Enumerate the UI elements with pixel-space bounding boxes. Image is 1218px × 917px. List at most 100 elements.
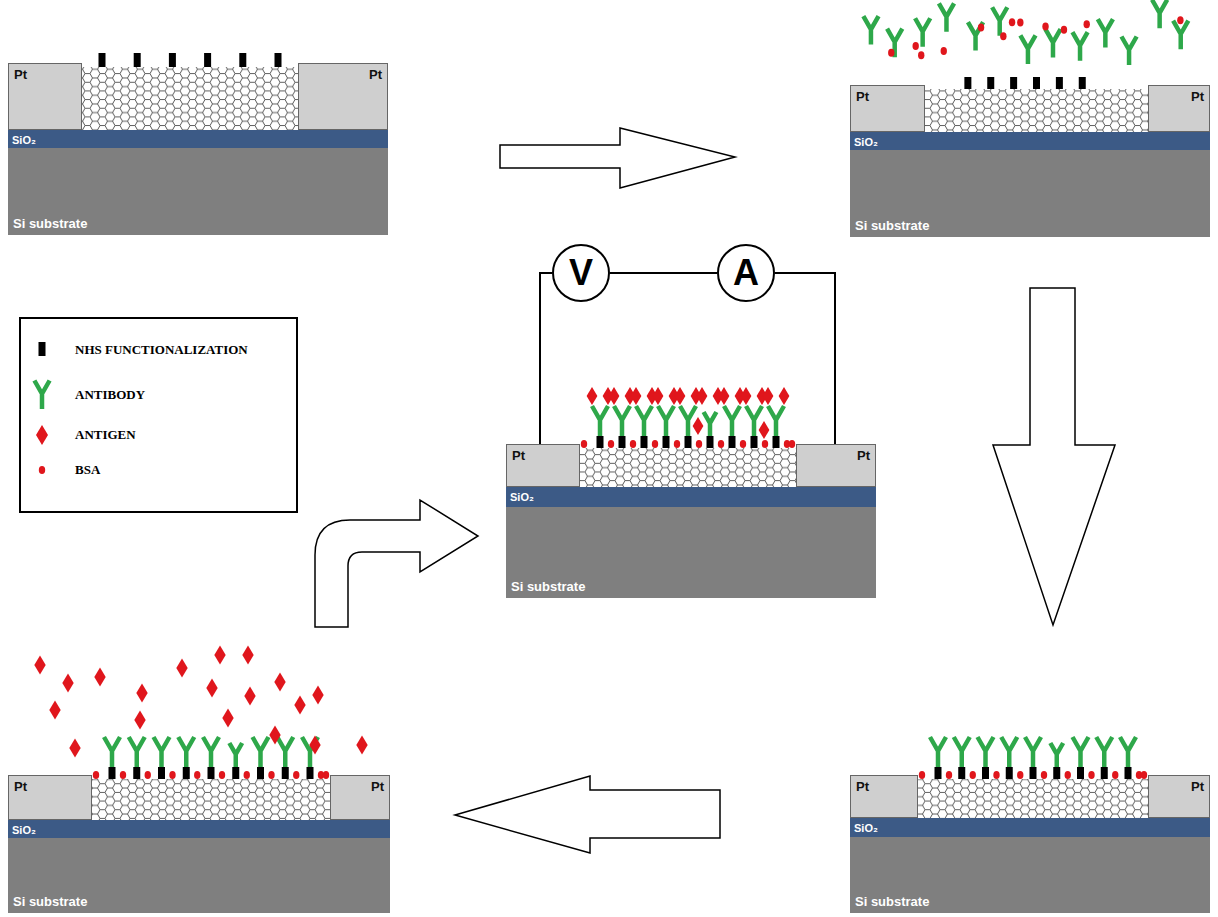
- bsa-symbol: [993, 771, 999, 779]
- antibody-symbol: [1173, 21, 1188, 50]
- bsa-symbol: [120, 771, 126, 779]
- nhs-symbol: [133, 767, 140, 779]
- node-text: Pt: [507, 445, 530, 466]
- antibody-symbol: [915, 18, 930, 47]
- antigen-symbol: [759, 421, 770, 439]
- nhs-symbol: [275, 53, 282, 67]
- bsa-symbol: [1041, 771, 1047, 779]
- antigen-symbol: [274, 673, 285, 692]
- oxide-layer: SiO₂: [850, 132, 1210, 150]
- node-text: SiO₂: [506, 489, 538, 505]
- nhs-symbol: [641, 436, 648, 448]
- bsa-symbol: [696, 440, 702, 448]
- antibody-symbol: [154, 737, 170, 767]
- nhs-symbol: [109, 767, 116, 779]
- antibody-symbol: [1045, 29, 1060, 57]
- antibody-symbol: [939, 3, 954, 32]
- node-text: Si substrate: [850, 894, 929, 913]
- legend-text: ANTIGEN: [75, 427, 136, 443]
- legend-text: BSA: [75, 462, 100, 478]
- antibody-symbol: [954, 737, 970, 767]
- legend-frame: [20, 318, 297, 512]
- nhs-symbol: [1079, 77, 1086, 89]
- bsa-symbol: [581, 440, 587, 448]
- bsa-symbol: [608, 440, 614, 448]
- nhs-symbol: [239, 53, 246, 67]
- voltmeter-symbol: V: [552, 244, 610, 302]
- molecules: [34, 0, 1188, 820]
- antibody-symbol: [930, 737, 946, 767]
- antigen-symbol: [631, 387, 642, 405]
- bsa-symbol: [652, 440, 658, 448]
- node-text: Pt: [852, 445, 875, 466]
- nhs-symbol: [1077, 767, 1084, 779]
- bsa-symbol: [323, 771, 329, 779]
- antigen-symbol: [779, 387, 790, 405]
- nhs-symbol: [987, 77, 994, 89]
- antibody-symbol: [1025, 737, 1041, 767]
- bsa-symbol: [946, 771, 952, 779]
- node-text: Pt: [364, 64, 387, 85]
- bsa-symbol: [789, 440, 795, 448]
- node-text: Si substrate: [850, 218, 929, 237]
- nhs-symbol: [1006, 767, 1013, 779]
- nhs-symbol: [935, 767, 942, 779]
- bsa-symbol: [93, 771, 99, 779]
- bsa-symbol: [978, 23, 984, 31]
- nhs-symbol: [257, 767, 264, 779]
- bsa-symbol: [918, 51, 924, 59]
- nhs-symbol: [134, 53, 141, 67]
- node-text: Si substrate: [8, 216, 87, 235]
- node-text: SiO₂: [850, 134, 882, 150]
- bsa-symbol: [630, 440, 636, 448]
- nhs-symbol: [729, 436, 736, 448]
- bsa-symbol: [1088, 771, 1094, 779]
- electrode: Pt: [1148, 775, 1210, 818]
- bsa-symbol: [912, 42, 918, 50]
- antigen-symbol: [719, 387, 730, 405]
- bsa-symbol: [1042, 23, 1048, 31]
- antibody-symbol: [1121, 36, 1136, 65]
- antibody-symbol: [658, 406, 674, 436]
- bsa-symbol: [39, 466, 45, 474]
- antibody-symbol: [887, 29, 902, 58]
- antibody-symbol: [704, 412, 717, 436]
- nhs-symbol: [208, 767, 215, 779]
- electrode: Pt: [1148, 85, 1210, 132]
- antigen-symbol: [36, 425, 48, 445]
- node-text: Pt: [366, 776, 389, 797]
- antigen-symbol: [34, 656, 45, 675]
- node-text: SiO₂: [850, 820, 882, 836]
- bsa-symbol: [970, 771, 976, 779]
- wire: [775, 273, 835, 444]
- antigen-symbol: [693, 417, 704, 435]
- nhs-symbol: [958, 767, 965, 779]
- nhs-symbol: [183, 767, 190, 779]
- electrode: Pt: [330, 775, 390, 820]
- electrode: Pt: [850, 775, 918, 818]
- antigen-symbol: [741, 387, 752, 405]
- bsa-symbol: [740, 440, 746, 448]
- nhs-symbol: [751, 436, 758, 448]
- nhs-symbol: [99, 53, 106, 67]
- bsa-symbol: [244, 771, 250, 779]
- node-text: Pt: [9, 776, 32, 797]
- legend-text: ANTIBODY: [75, 387, 145, 403]
- antigen-symbol: [69, 739, 80, 758]
- node-text: Pt: [851, 776, 874, 797]
- nhs-symbol: [964, 77, 971, 89]
- node-text: Pt: [1186, 776, 1209, 797]
- antibody-symbol: [992, 7, 1007, 36]
- electrode: Pt: [8, 63, 82, 130]
- antigen-symbol: [675, 387, 686, 405]
- substrate: Si substrate: [8, 838, 390, 913]
- wire: [540, 273, 552, 444]
- nhs-symbol: [982, 767, 989, 779]
- substrate: Si substrate: [850, 837, 1210, 913]
- antibody-symbol: [1020, 35, 1035, 64]
- substrate: Si substrate: [506, 507, 876, 598]
- antigen-symbol: [214, 646, 225, 665]
- antigen-symbol: [294, 696, 305, 715]
- substrate: Si substrate: [850, 150, 1210, 237]
